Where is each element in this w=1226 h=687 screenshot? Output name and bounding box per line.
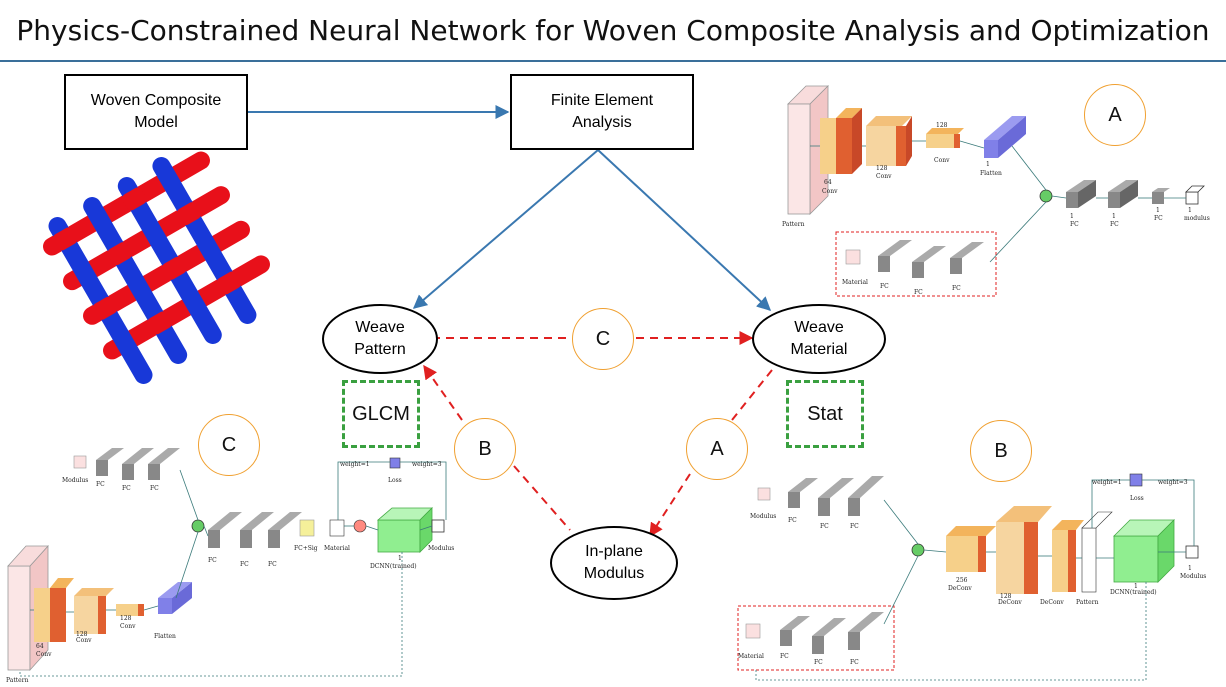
path-label-a-center: A bbox=[686, 418, 748, 480]
path-label-b-center: B bbox=[454, 418, 516, 480]
arrow-fea-to-pattern bbox=[412, 149, 599, 309]
dash-a-up bbox=[731, 369, 773, 421]
woven-composite-model-box: Woven Composite Model bbox=[64, 74, 248, 150]
path-label-b-corner: B bbox=[970, 420, 1032, 482]
dash-a-down bbox=[649, 473, 691, 538]
path-label-c-corner: C bbox=[198, 414, 260, 476]
stat-feature-box: Stat bbox=[786, 380, 864, 448]
weave-material-node: Weave Material bbox=[752, 304, 886, 374]
path-label-c-center: C bbox=[572, 308, 634, 370]
title-divider bbox=[0, 60, 1226, 62]
weave-pattern-node: Weave Pattern bbox=[322, 304, 438, 374]
finite-element-analysis-box: Finite Element Analysis bbox=[510, 74, 694, 150]
inplane-modulus-node: In-plane Modulus bbox=[550, 526, 678, 600]
path-label-a-corner: A bbox=[1084, 84, 1146, 146]
dash-b-up bbox=[423, 364, 463, 421]
page-title: Physics-Constrained Neural Network for W… bbox=[16, 14, 1210, 47]
arrow-fea-to-material bbox=[597, 149, 772, 311]
dash-b-down bbox=[513, 465, 571, 531]
glcm-feature-box: GLCM bbox=[342, 380, 420, 448]
